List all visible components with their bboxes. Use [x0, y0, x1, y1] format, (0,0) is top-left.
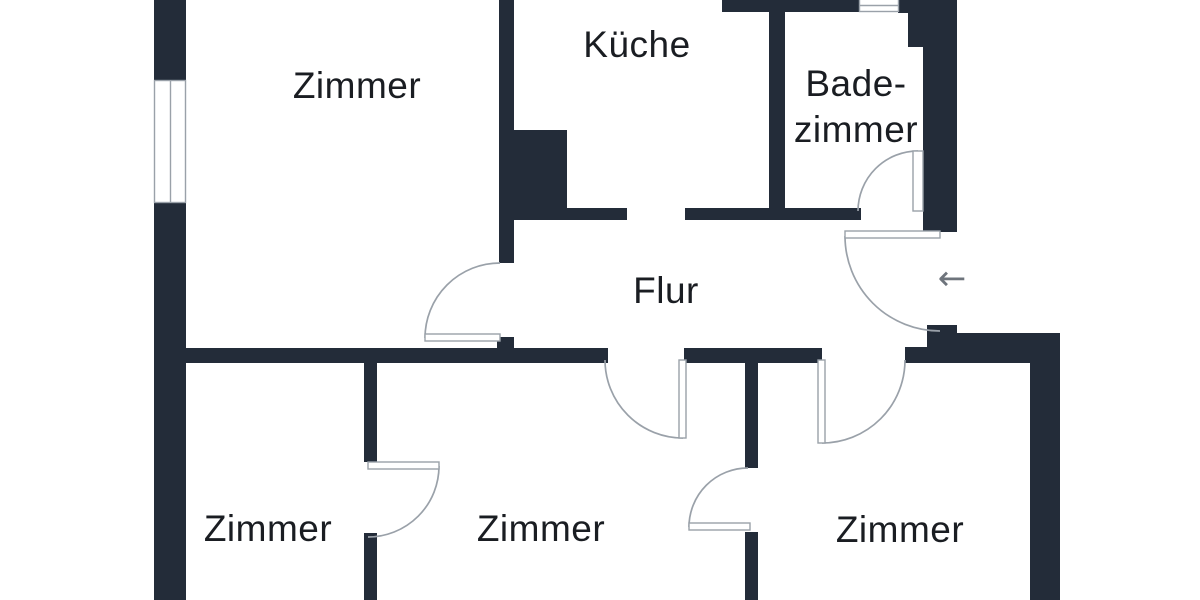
wall-segment — [154, 0, 186, 80]
entrance-arrow-icon: ← — [937, 258, 967, 299]
wall-segment — [923, 47, 957, 232]
wall-segment — [364, 348, 377, 462]
door-leaf — [367, 461, 440, 470]
room-label-zimmer-bottom-right: Zimmer — [835, 509, 965, 550]
door-between-bottom-middle-and-right-rooms — [688, 467, 751, 531]
window-bathroom-top — [858, 0, 900, 13]
wall-segment — [745, 348, 758, 468]
wall-segment — [499, 208, 627, 220]
room-label-kueche: Küche — [583, 24, 691, 65]
walls — [154, 0, 1060, 600]
wall-segment — [154, 203, 186, 600]
chimney-block — [506, 130, 567, 210]
wall-segment — [497, 337, 514, 349]
wall-segment — [898, 0, 957, 13]
door-entrance — [844, 230, 941, 332]
room-label-badezimmer: Bade- zimmer — [794, 61, 918, 153]
room-label-badezimmer-line1: Bade- — [805, 63, 907, 104]
door-leaf — [844, 230, 941, 239]
door-leaf — [688, 522, 751, 531]
wall-segment — [927, 325, 957, 333]
door-swing-arc — [844, 235, 941, 332]
wall-segment — [685, 208, 861, 220]
wall-segment — [722, 0, 859, 12]
door-swing-arc — [857, 150, 919, 212]
room-label-zimmer-bottom-left: Zimmer — [203, 508, 333, 549]
wall-segment — [1030, 363, 1060, 600]
door-flur-to-bottom-middle-room — [604, 359, 687, 439]
wall-segment — [745, 532, 758, 600]
room-label-flur: Flur — [633, 270, 699, 311]
door-room-top-left — [424, 262, 501, 342]
door-swing-arc — [367, 465, 440, 538]
door-between-bottom-left-and-middle-rooms — [367, 461, 440, 538]
wall-segment — [927, 333, 1060, 363]
door-leaf — [817, 359, 826, 444]
wall-segment — [905, 347, 927, 363]
window-left-wall — [153, 79, 187, 204]
wall-segment — [769, 12, 785, 208]
door-leaf — [424, 333, 501, 342]
door-swing-arc — [424, 262, 501, 339]
door-flur-to-bottom-right-room — [817, 359, 906, 444]
door-leaf — [912, 150, 924, 212]
door-swing-arc — [821, 359, 906, 444]
door-swing-arc — [604, 359, 684, 439]
wall-segment — [364, 533, 377, 600]
room-label-zimmer-top-left: Zimmer — [292, 65, 422, 106]
wall-segment — [154, 348, 608, 363]
wall-segment — [908, 13, 957, 47]
door-swing-arc — [688, 467, 749, 528]
room-label-zimmer-bottom-middle: Zimmer — [476, 508, 606, 549]
room-label-badezimmer-line2: zimmer — [793, 109, 919, 150]
door-bathroom — [857, 150, 924, 212]
door-leaf — [678, 359, 687, 439]
